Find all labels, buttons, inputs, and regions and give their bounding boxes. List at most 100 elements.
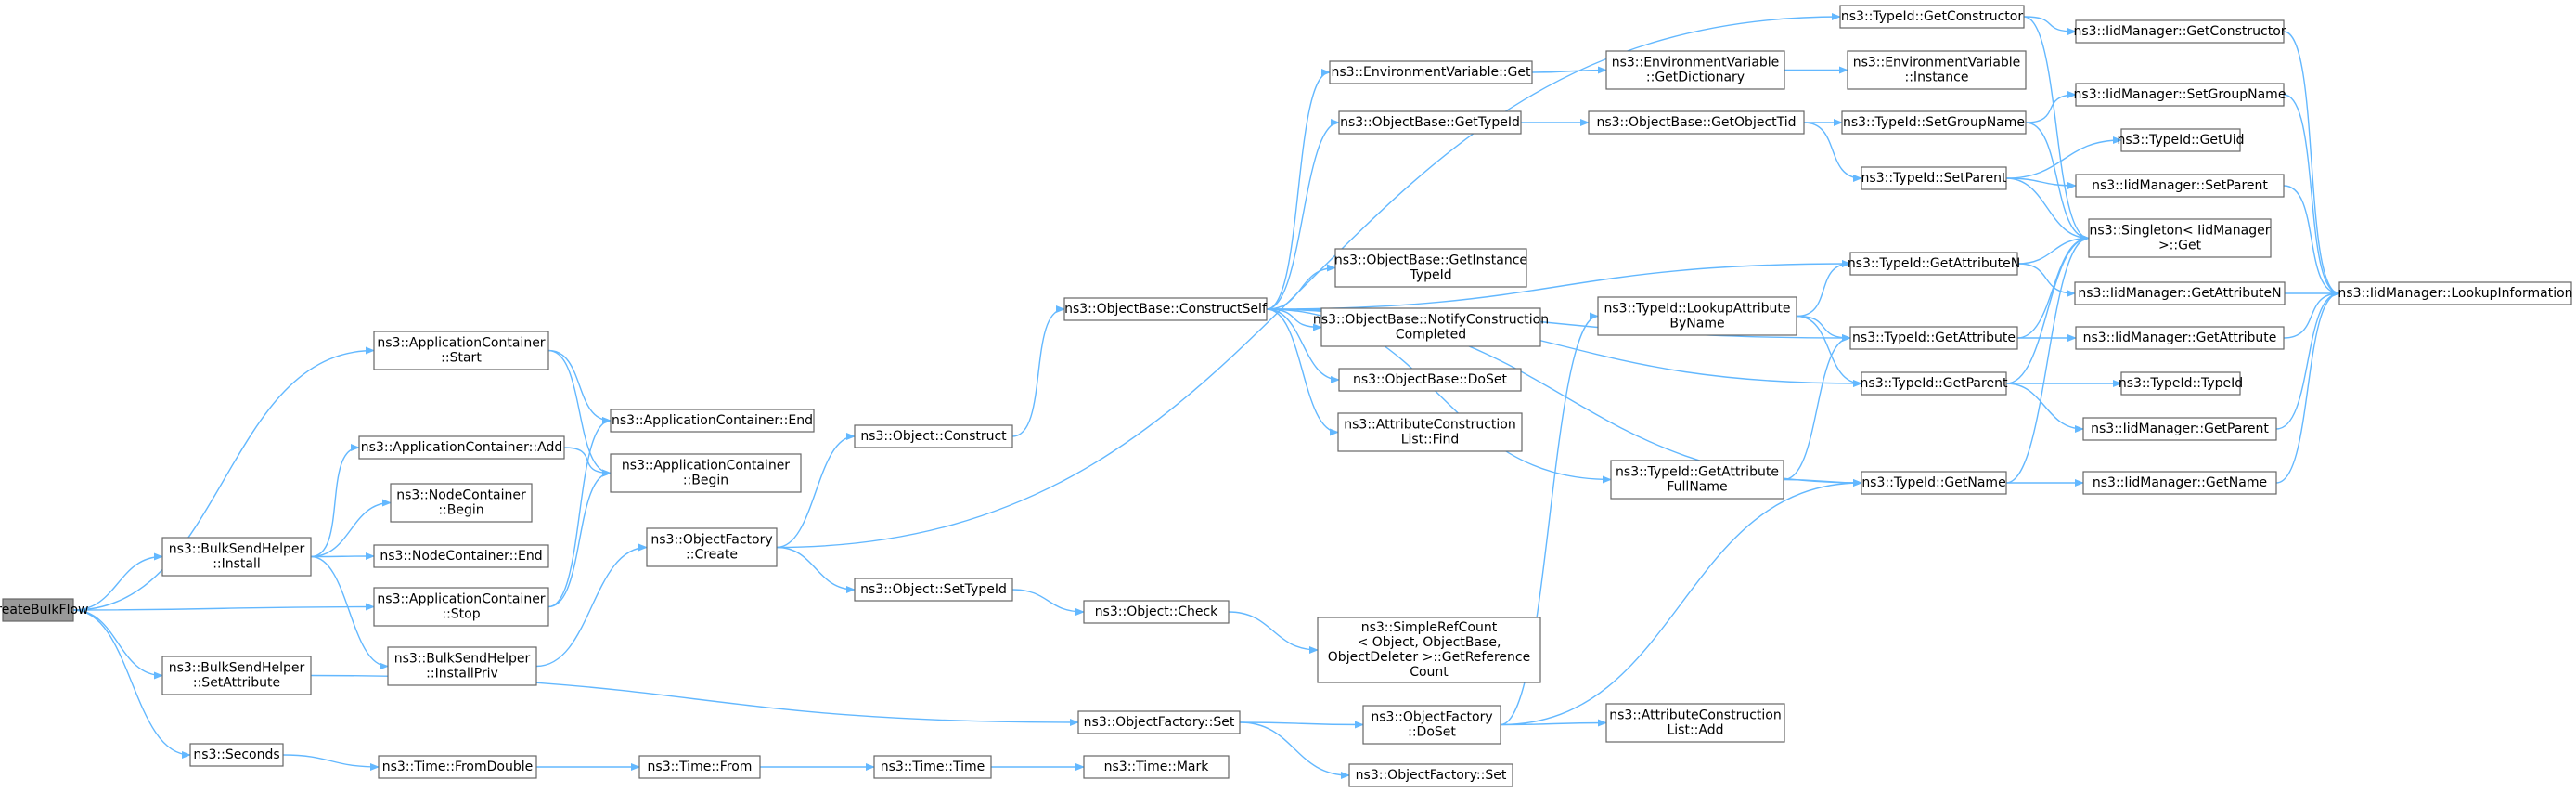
node-seconds[interactable]: ns3::Seconds [189,743,284,767]
edge-path [1239,721,1350,779]
node-label: ns3::TypeId::GetParent [1861,376,2008,391]
edge-obConstructSelf-to-obDoSet [1266,308,1340,383]
node-box [1362,705,1501,745]
node-box [387,646,537,686]
node-ofCreate[interactable]: ns3::ObjectFactory::Create [646,527,778,567]
edge-seconds-to-timeFromDouble [282,754,380,771]
node-imLookupInfo[interactable]: ns3::IidManager::LookupInformation [2338,281,2573,305]
node-bshSetAttr[interactable]: ns3::BulkSendHelper::SetAttribute [161,656,312,695]
node-tidGetAttribute[interactable]: ns3::TypeId::GetAttribute [1849,326,2018,350]
node-timeFromDouble[interactable]: ns3::Time::FromDouble [378,755,537,779]
node-box [1861,371,2007,396]
node-srcGetRef[interactable]: ns3::SimpleRefCount< Object, ObjectBase,… [1317,617,1541,683]
node-bshInstall[interactable]: ns3::BulkSendHelper::Install [161,537,312,577]
edge-appStart-to-appBegin [547,349,612,477]
edge-tidSetGroupName-to-singletonGet [2025,122,2090,242]
node-box [638,755,761,779]
node-obNotify[interactable]: ns3::ObjectBase::NotifyConstructionCompl… [1313,307,1549,347]
node-imGetConstructor[interactable]: ns3::IidManager::GetConstructor [2073,19,2286,44]
node-imGetAttributeN[interactable]: ns3::IidManager::GetAttributeN [2074,281,2286,305]
node-ofSet2[interactable]: ns3::ObjectFactory::Set [1348,763,1513,787]
node-singletonGet[interactable]: ns3::Singleton< IidManager >::Get [2088,218,2272,258]
edge-tidGetAttributeN-to-singletonGet [2016,234,2090,265]
edge-ofSet-to-ofSet2 [1239,721,1350,779]
edge-tidGetAttrFullName-to-tidGetName [1783,478,1862,487]
node-evGet[interactable]: ns3::EnvironmentVariable::Get [1329,60,1533,84]
edge-tidSetParent-to-singletonGet [2005,177,2090,242]
edge-path [2005,177,2090,242]
node-obConstructSelf[interactable]: ns3::ObjectBase::ConstructSelf [1063,297,1268,321]
node-obGetTypeId[interactable]: ns3::ObjectBase::GetTypeId [1338,110,1522,135]
node-timeFrom[interactable]: ns3::Time::From [638,755,761,779]
node-tidGetUid[interactable]: ns3::TypeId::GetUid [2117,128,2245,152]
node-box [1334,248,1527,288]
node-objSetTypeId[interactable]: ns3::Object::SetTypeId [854,578,1013,602]
node-imGetParent[interactable]: ns3::IidManager::GetParent [2082,417,2277,441]
node-label: ns3::ApplicationContainer::Add [361,440,562,455]
node-ncEnd[interactable]: ns3::NodeContainer::End [373,544,549,568]
node-objConstruct[interactable]: ns3::Object::Construct [854,424,1013,448]
edge-imGetConstructor-to-imLookupInfo [2283,31,2340,297]
edge-path [1796,315,1862,387]
node-evGetDict[interactable]: ns3::EnvironmentVariable::GetDictionary [1605,50,1785,90]
node-tidGetAttributeN[interactable]: ns3::TypeId::GetAttributeN [1848,252,2020,276]
node-ofDoSet[interactable]: ns3::ObjectFactory::DoSet [1362,705,1501,745]
edge-ofSet-to-ofDoSet [1239,721,1364,729]
node-root[interactable]: CreateBulkFlow [0,598,88,622]
node-appAdd[interactable]: ns3::ApplicationContainer::Add [358,435,565,460]
node-tidGetParent[interactable]: ns3::TypeId::GetParent [1861,371,2008,396]
node-box [1588,110,1805,135]
node-box [2075,174,2285,198]
node-label: TypeId [1409,268,1451,283]
node-appStart[interactable]: ns3::ApplicationContainer::Start [373,331,549,370]
node-label: ns3::Time::Mark [1104,760,1210,774]
node-label: ns3::NodeContainer::End [380,549,542,564]
node-imGetAttribute[interactable]: ns3::IidManager::GetAttribute [2075,326,2285,350]
node-box [390,483,533,523]
node-ofSet[interactable]: ns3::ObjectFactory::Set [1077,710,1241,734]
node-tidTypeId[interactable]: ns3::TypeId::TypeId [2119,371,2243,396]
node-timeMark[interactable]: ns3::Time::Mark [1083,755,1230,779]
node-imSetGroupName[interactable]: ns3::IidManager::SetGroupName [2074,83,2286,107]
node-box [1849,252,2018,276]
node-obDoSet[interactable]: ns3::ObjectBase::DoSet [1338,368,1522,392]
node-tidGetName[interactable]: ns3::TypeId::GetName [1861,471,2007,495]
node-label: ns3::ObjectBase::GetInstance [1334,253,1527,268]
node-timeTime[interactable]: ns3::Time::Time [873,755,992,779]
node-label: ns3::ObjectFactory::Set [1084,715,1235,730]
node-evInstance[interactable]: ns3::EnvironmentVariable::Instance [1847,50,2027,90]
edge-path [1500,312,1599,726]
node-box [1063,297,1268,321]
node-imGetName[interactable]: ns3::IidManager::GetName [2082,471,2277,495]
node-tidSetParent[interactable]: ns3::TypeId::SetParent [1861,166,2007,190]
node-box [1847,50,2027,90]
node-box [1077,710,1241,734]
edge-path [1266,308,1339,436]
node-appEnd[interactable]: ns3::ApplicationContainer::End [610,409,815,433]
node-label: ns3::ObjectBase::GetObjectTid [1596,115,1796,130]
node-obGetObjectTid[interactable]: ns3::ObjectBase::GetObjectTid [1588,110,1805,135]
edge-path [2283,290,2340,339]
nodes-layer: CreateBulkFlow ns3::ApplicationContainer:… [0,5,2573,787]
node-box [2075,83,2285,107]
node-tidSetGroupName[interactable]: ns3::TypeId::SetGroupName [1841,110,2027,135]
node-imSetParent[interactable]: ns3::IidManager::SetParent [2075,174,2285,198]
node-box [1861,471,2007,495]
edge-obGetObjectTid-to-tidSetParent [1803,122,1862,182]
node-ncBegin[interactable]: ns3::NodeContainer::Begin [390,483,533,523]
node-box [1083,600,1230,624]
node-bshInstallPriv[interactable]: ns3::BulkSendHelper::InstallPriv [387,646,537,686]
node-appBegin[interactable]: ns3::ApplicationContainer::Begin [610,453,802,493]
node-tidGetConstructor[interactable]: ns3::TypeId::GetConstructor [1839,5,2025,29]
node-appStop[interactable]: ns3::ApplicationContainer::Stop [373,587,549,627]
edge-path [1783,478,1862,487]
edge-ofDoSet-to-tidGetName [1500,479,1862,726]
edge-path [1228,611,1319,654]
edge-path [282,754,380,771]
node-objCheck[interactable]: ns3::Object::Check [1083,600,1230,624]
